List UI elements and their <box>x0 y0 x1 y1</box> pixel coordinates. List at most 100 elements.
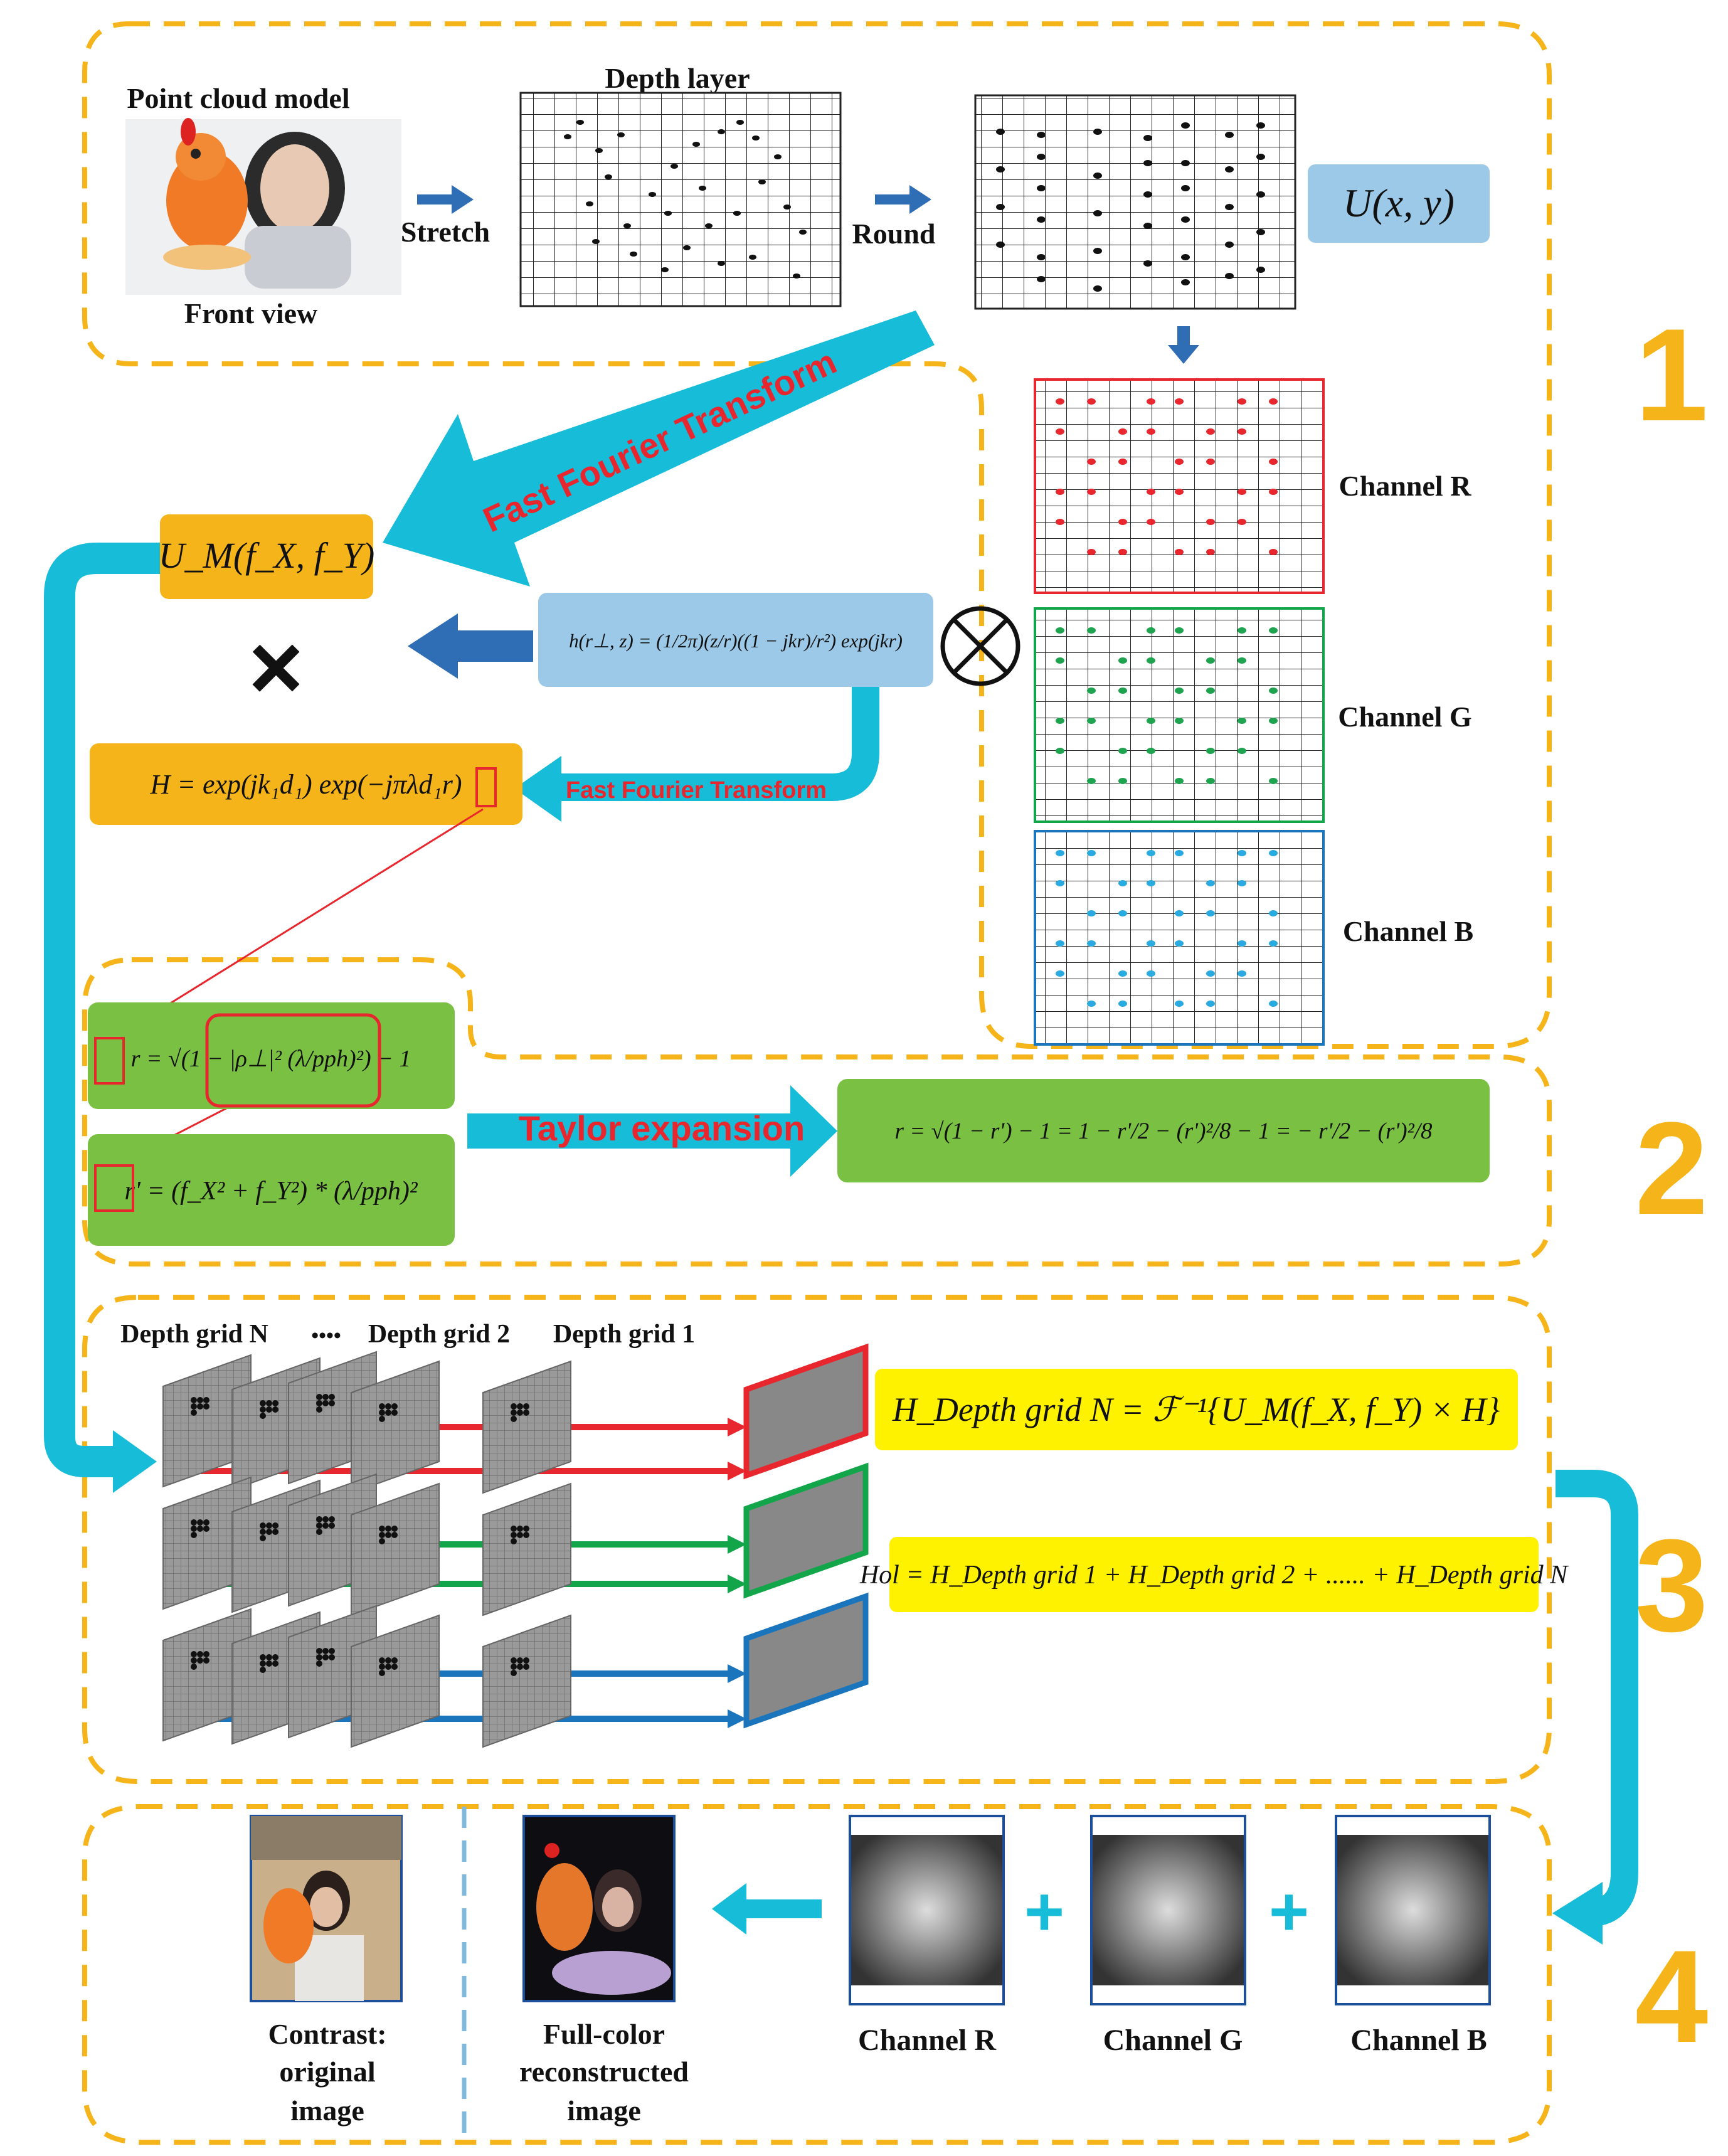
depth-point <box>523 1532 529 1538</box>
channel-point <box>1238 970 1246 977</box>
grid-point <box>1181 279 1190 285</box>
channel-point <box>1269 778 1278 784</box>
depth-point <box>272 1660 278 1667</box>
grid-point <box>1256 267 1265 273</box>
channel-point <box>1147 398 1155 405</box>
channel-point <box>1118 748 1127 754</box>
channel-point <box>1269 549 1278 555</box>
depth-point <box>517 1410 523 1416</box>
grid-point <box>1225 273 1234 279</box>
depth-point <box>191 1664 197 1670</box>
depth-point <box>391 1657 398 1664</box>
depth-point <box>316 1394 322 1400</box>
depth-point <box>272 1529 278 1535</box>
depth-point <box>523 1657 529 1664</box>
taylor-formula-box: r = √(1 − r') − 1 = 1 − r'/2 − (r')²/8 −… <box>837 1079 1490 1182</box>
region-2-border <box>82 957 1552 1267</box>
depth-point <box>511 1403 517 1410</box>
depth-point <box>316 1648 322 1654</box>
u-xy-label: U(x, y) <box>1343 181 1455 225</box>
stretch-label: Stretch <box>401 216 490 248</box>
plus-icon: + <box>1269 1873 1309 1950</box>
depth-point <box>517 1403 523 1410</box>
impulse-response-box: h(r⊥, z) = (1/2π)(z/r)((1 − jkr)/r²) exp… <box>538 593 933 687</box>
depth-point <box>511 1410 517 1416</box>
depth-point <box>379 1670 385 1676</box>
depth-point <box>191 1526 197 1532</box>
right-arrow-icon <box>113 1430 157 1493</box>
point-cloud-thumbnail <box>125 118 401 295</box>
depth-grid-stacks <box>162 1351 746 1748</box>
hol-formula: Hol = H_Depth grid 1 + H_Depth grid 2 + … <box>859 1561 1569 1590</box>
fft-label-small: Fast Fourier Transform <box>566 777 827 804</box>
channel-point <box>1175 778 1184 784</box>
grid-point <box>1225 166 1234 173</box>
channel-point <box>1206 880 1215 886</box>
taylor-formula: r = √(1 − r') − 1 = 1 − r'/2 − (r')²/8 −… <box>895 1118 1433 1144</box>
depth-layer-label: Depth layer <box>605 62 750 94</box>
depth-point <box>203 1403 209 1410</box>
depth-point <box>322 1654 329 1660</box>
plus-icon: + <box>1024 1873 1064 1950</box>
depth-point <box>523 1526 529 1532</box>
taylor-expansion-label: Taylor expansion <box>519 1108 805 1148</box>
channel-point <box>1175 549 1184 555</box>
grid-point <box>1037 216 1046 223</box>
channel-point <box>1147 718 1155 724</box>
depth-plane <box>482 1360 571 1494</box>
channel-point <box>1238 850 1246 856</box>
channel-point <box>1175 688 1184 694</box>
depth-point <box>272 1522 278 1529</box>
depth-point <box>316 1660 322 1667</box>
depth-point <box>260 1522 266 1529</box>
channel-point <box>1238 519 1246 525</box>
depth-point <box>385 1403 391 1410</box>
out-channel-g-label: Channel G <box>1103 2024 1243 2057</box>
depth-point <box>329 1394 335 1400</box>
depth-grid-1-label: Depth grid 1 <box>553 1320 695 1349</box>
beam-arrowhead <box>728 1709 746 1728</box>
depth-point <box>266 1654 272 1660</box>
channel-point <box>1206 657 1215 664</box>
left-arrow-icon <box>712 1883 822 1935</box>
channel-point <box>1118 910 1127 916</box>
beam-arrowhead <box>728 1535 746 1554</box>
grid-point <box>1181 254 1190 260</box>
depth-plane <box>351 1482 440 1617</box>
channel-point <box>1269 398 1278 405</box>
out-channel-b-label: Channel B <box>1350 2024 1487 2057</box>
front-view-label: Front view <box>184 297 318 329</box>
channel-point <box>1175 627 1184 634</box>
grid-point <box>996 242 1005 248</box>
channel-point <box>1175 940 1184 947</box>
depth-point <box>379 1526 385 1532</box>
depth-plane <box>482 1482 571 1617</box>
depth-point <box>260 1406 266 1413</box>
channel-point <box>1118 880 1127 886</box>
channel-point <box>1056 398 1064 405</box>
depth-point <box>385 1526 391 1532</box>
impulse-response-formula: h(r⊥, z) = (1/2π)(z/r)((1 − jkr)/r²) exp… <box>569 630 903 652</box>
channel-point <box>1206 1001 1215 1007</box>
depth-point <box>391 1532 398 1538</box>
depth-point <box>203 1657 209 1664</box>
channel-point <box>1056 748 1064 754</box>
channel-point <box>1206 459 1215 465</box>
channel-point <box>1269 688 1278 694</box>
channel-point <box>1147 748 1155 754</box>
grid-point <box>1143 135 1152 141</box>
grid-point <box>1037 132 1046 138</box>
depth-point <box>191 1657 197 1664</box>
fullcolor-line3: image <box>567 2095 641 2127</box>
grid-point <box>1225 242 1234 248</box>
channel-point <box>1087 718 1096 724</box>
depth-point <box>191 1410 197 1416</box>
grid-point <box>996 204 1005 210</box>
channel-point <box>1238 657 1246 664</box>
channel-point <box>1206 519 1215 525</box>
channel-point <box>1147 489 1155 495</box>
channel-point <box>1147 428 1155 435</box>
depth-point <box>322 1516 329 1522</box>
grid-point <box>1181 160 1190 166</box>
